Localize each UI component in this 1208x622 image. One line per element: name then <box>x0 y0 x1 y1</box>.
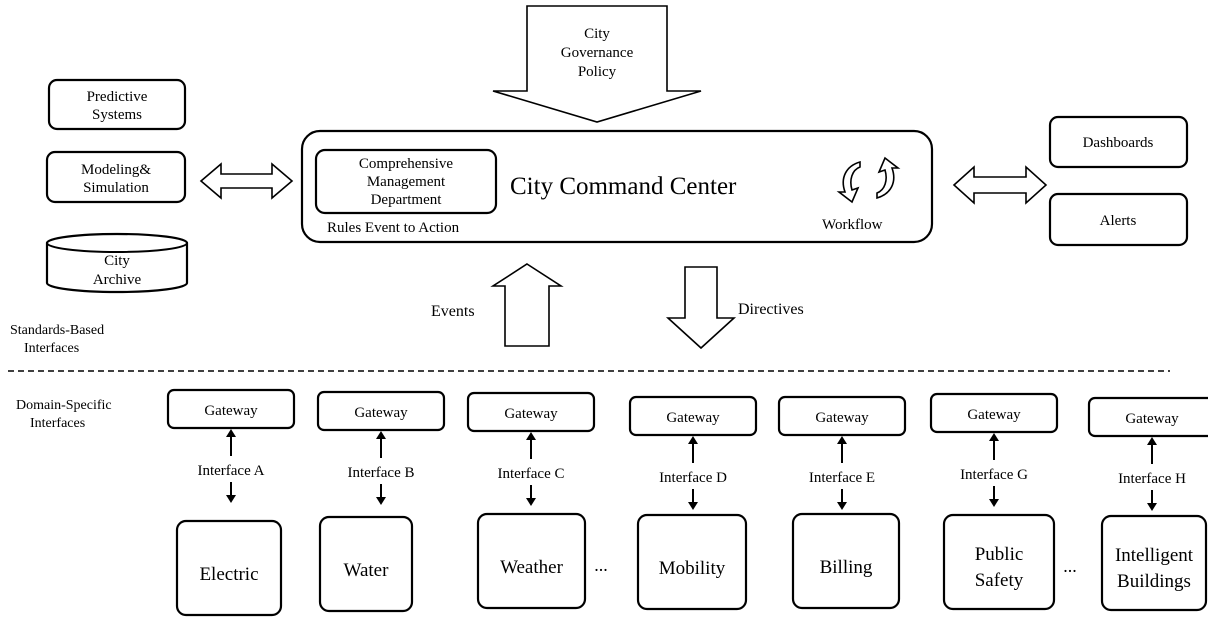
interface-label: Interface G <box>960 467 1028 483</box>
rules-label: Rules Event to Action <box>327 220 460 236</box>
standards-line-2: Interfaces <box>24 341 79 356</box>
gateway-label: Gateway <box>204 403 258 419</box>
domain-label: Water <box>344 560 390 581</box>
modeling-line-2: Simulation <box>83 180 149 196</box>
alerts-box: Alerts <box>1048 192 1189 247</box>
right-bidirectional-arrow <box>952 165 1048 205</box>
domain-box <box>175 519 283 617</box>
downlink-arrowhead <box>526 498 536 506</box>
city-archive-cylinder: City Archive <box>45 232 189 294</box>
policy-arrow <box>492 5 702 123</box>
downlink-arrowhead <box>1147 503 1157 511</box>
gateway-label: Gateway <box>504 406 558 422</box>
command-center-title: City Command Center <box>510 173 737 200</box>
archive-line-2: Archive <box>93 272 142 288</box>
workflow-label: Workflow <box>822 217 883 233</box>
domain-line-1: Domain-Specific <box>16 398 112 413</box>
cycle-arrows-icon <box>836 156 901 204</box>
gateway-label: Gateway <box>666 410 720 426</box>
downlink-arrowhead <box>688 502 698 510</box>
uplink-arrowhead <box>688 436 698 444</box>
domain-label: Electric <box>199 564 258 585</box>
uplink-arrowhead <box>837 436 847 444</box>
uplink-arrowhead <box>376 431 386 439</box>
uplink-arrowhead <box>989 433 999 441</box>
gateway-label: Gateway <box>815 410 869 426</box>
directives-label: Directives <box>738 301 804 318</box>
ellipsis-label: ... <box>1063 556 1077 576</box>
domain-box <box>476 512 587 610</box>
standards-line-1: Standards-Based <box>10 323 104 338</box>
policy-line-3: Policy <box>578 64 617 80</box>
alerts-label: Alerts <box>1100 213 1137 229</box>
uplink-arrowhead <box>526 432 536 440</box>
interface-label: Interface A <box>197 463 264 479</box>
department-line-2: Management <box>367 174 446 190</box>
downlink-arrowhead <box>376 497 386 505</box>
policy-line-2: Governance <box>561 45 634 61</box>
predictive-systems-box: Predictive Systems <box>47 78 187 131</box>
gateway-box <box>1087 396 1208 438</box>
domain-box <box>791 512 901 610</box>
department-box <box>314 148 498 215</box>
downlink-arrowhead <box>989 499 999 507</box>
interface-label: Interface E <box>809 470 875 486</box>
uplink-arrowhead <box>226 429 236 437</box>
gateway-box <box>466 391 596 433</box>
domain-label: Billing <box>820 557 873 578</box>
events-arrow <box>490 263 564 347</box>
domain-box <box>942 513 1056 611</box>
directives-arrow <box>665 266 737 350</box>
predictive-line-1: Predictive <box>87 89 148 105</box>
domain-label: Mobility <box>659 558 726 579</box>
interface-label: Interface C <box>497 466 564 482</box>
domain-label: Public <box>975 544 1024 565</box>
gateway-box <box>166 388 296 430</box>
downlink-arrowhead <box>226 495 236 503</box>
predictive-line-2: Systems <box>92 107 142 123</box>
domain-box <box>1100 514 1208 612</box>
gateway-label: Gateway <box>354 405 408 421</box>
modeling-simulation-box: Modeling& Simulation <box>45 150 187 204</box>
gateway-box <box>628 395 758 437</box>
dashboards-label: Dashboards <box>1083 135 1154 151</box>
department-line-1: Comprehensive <box>359 156 453 172</box>
interface-label: Interface D <box>659 470 727 486</box>
domain-label: Safety <box>975 570 1024 591</box>
domain-label: Buildings <box>1117 571 1191 592</box>
interface-label: Interface B <box>347 465 414 481</box>
left-bidirectional-arrow <box>199 162 294 200</box>
domain-label: Intelligent <box>1115 545 1194 566</box>
gateway-label: Gateway <box>1125 411 1179 427</box>
gateway-label: Gateway <box>967 407 1021 423</box>
modeling-line-1: Modeling& <box>81 162 151 178</box>
archive-line-1: City <box>104 253 130 269</box>
events-label: Events <box>431 303 475 320</box>
domain-line-2: Interfaces <box>30 416 85 431</box>
ellipsis-label: ... <box>594 555 608 575</box>
gateway-box <box>316 390 446 432</box>
gateway-box <box>777 395 907 437</box>
downlink-arrowhead <box>837 502 847 510</box>
policy-line-1: City <box>584 26 610 42</box>
gateway-box <box>929 392 1059 434</box>
domain-box <box>636 513 748 611</box>
department-line-3: Department <box>371 192 443 208</box>
uplink-arrowhead <box>1147 437 1157 445</box>
dashboards-box: Dashboards <box>1048 115 1189 169</box>
domain-box <box>318 515 414 613</box>
domain-label: Weather <box>500 557 563 578</box>
interface-label: Interface H <box>1118 471 1186 487</box>
